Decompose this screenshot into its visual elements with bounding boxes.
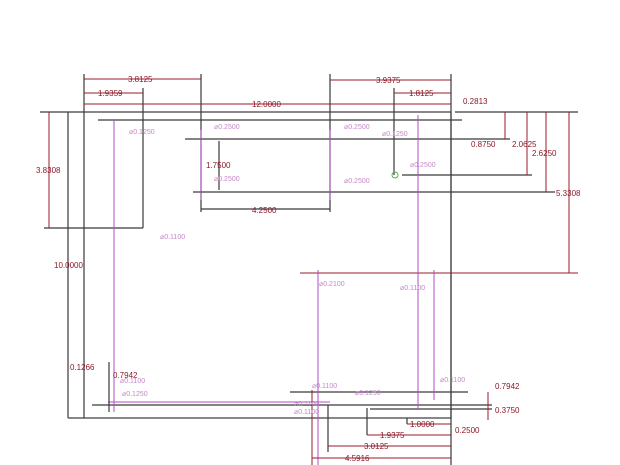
- hole-label: ⌀0.1250: [355, 390, 381, 397]
- hole-label: ⌀0.2500: [344, 124, 370, 131]
- dim-label: 1.9375: [380, 431, 405, 440]
- dim-label: 2.0625: [512, 140, 537, 149]
- horizontal-lines: [44, 111, 578, 410]
- dim-label: 1.0000: [410, 420, 435, 429]
- plate-outline: [83, 111, 452, 419]
- dim-label: 0.8750: [471, 140, 496, 149]
- dim-label: 10.0000: [54, 261, 83, 270]
- right-dimensions: [48, 112, 570, 420]
- dim-label: 5.3308: [556, 189, 581, 198]
- dim-label: 1.9359: [98, 89, 123, 98]
- hole-callouts: ⌀0.1250 ⌀0.2500 ⌀0.2500 ⌀0.2500 ⌀0.2500 …: [120, 124, 465, 416]
- hole-label: ⌀0.2500: [214, 176, 240, 183]
- hole-label: ⌀0.1250: [129, 129, 155, 136]
- hole-label: ⌀0.1100: [312, 383, 337, 390]
- dim-label: 4.5916: [345, 454, 370, 463]
- dim-label: 1.8125: [409, 89, 434, 98]
- hole-label: ⌀0.1100: [400, 285, 425, 292]
- hole-label: ⌀0.2500: [410, 162, 436, 169]
- hole-label: ⌀0.1250: [122, 391, 148, 398]
- dim-label: 0.3750: [495, 406, 520, 415]
- hole-label: ⌀0.1100: [294, 401, 319, 408]
- hole-label: ⌀0.2100: [319, 281, 345, 288]
- dim-label: 0.2500: [455, 426, 480, 435]
- hole-marker: [391, 171, 399, 179]
- dim-label: 3.9375: [376, 76, 401, 85]
- bottom-dimensions: [108, 362, 452, 465]
- top-dimensions: [83, 74, 452, 418]
- dim-label: 3.8125: [128, 75, 153, 84]
- hole-label: ⌀0.1100: [160, 234, 185, 241]
- dim-label: 0.7942: [495, 382, 520, 391]
- dim-label: 2.6250: [532, 149, 557, 158]
- hole-label: ⌀0.2500: [214, 124, 240, 131]
- dimension-labels: 3.8125 1.9359 12.0000 3.9375 1.8125 0.28…: [36, 75, 581, 463]
- dim-label: 0.2813: [463, 97, 488, 106]
- dim-label: 3.0125: [364, 442, 389, 451]
- dim-label: 3.8308: [36, 166, 61, 175]
- hole-centerlines: [108, 115, 435, 465]
- hole-label: ⌀0.1100: [120, 378, 145, 385]
- dim-label: 0.1266: [70, 363, 95, 372]
- hole-label: ⌀0.2500: [344, 178, 370, 185]
- hole-label: ⌀0.1100: [294, 409, 319, 416]
- dim-label: 1.7500: [206, 161, 231, 170]
- hole-label: ⌀0.1250: [382, 131, 408, 138]
- hole-label: ⌀0.1100: [440, 377, 465, 384]
- dim-label: 4.2500: [252, 206, 277, 215]
- dim-label: 0.7942: [113, 371, 138, 380]
- dim-label: 12.0000: [252, 100, 281, 109]
